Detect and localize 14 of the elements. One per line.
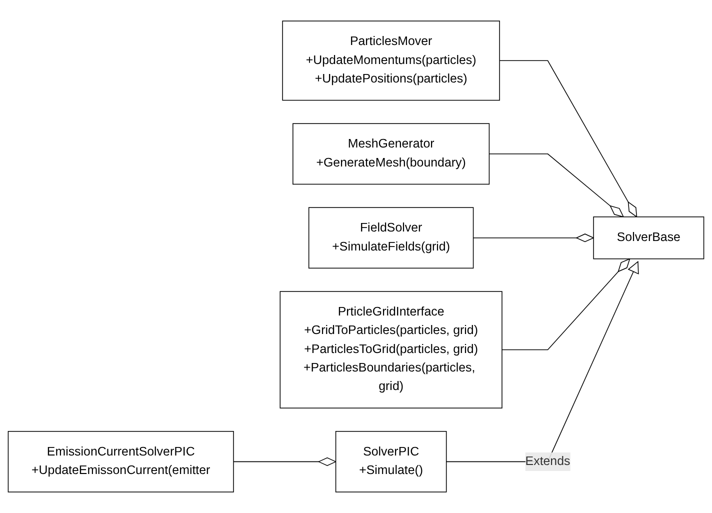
connector bbox=[472, 234, 594, 242]
node-box: SolverPIC +Simulate() bbox=[335, 430, 447, 492]
connector bbox=[233, 457, 336, 466]
node-box: MeshGenerator +GenerateMesh(boundary) bbox=[292, 123, 490, 185]
node-box: ParticlesMover +UpdateMomentums(particles) +UpdatePositions(particles) bbox=[282, 20, 500, 101]
node-box: EmissionCurrentSolverPIC +UpdateEmissonCurrent(emitter bbox=[8, 430, 234, 492]
edge-label: Extends bbox=[525, 454, 570, 468]
connector bbox=[488, 154, 624, 218]
node-box: SolverBase bbox=[593, 216, 704, 260]
arrow bbox=[446, 261, 639, 462]
node-box: PrticleGridInterface +GridToParticles(particles, grid) +ParticlesToGrid(particles, grid) +ParticlesBoundaries(particles, grid) bbox=[280, 291, 502, 408]
connector bbox=[499, 60, 638, 218]
node-box: FieldSolver +SimulateFields(grid) bbox=[308, 207, 474, 269]
connector bbox=[502, 258, 630, 350]
